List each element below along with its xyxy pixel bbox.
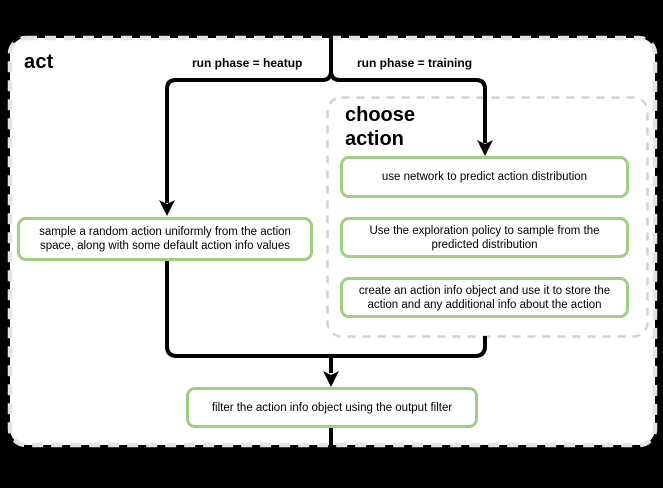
choose-action-group-title: choose action — [345, 104, 416, 150]
arrowhead-filter — [323, 371, 339, 387]
node-sample-random-action: sample a random action uniformly from th… — [17, 217, 313, 261]
arrowhead-training — [477, 140, 493, 156]
diagram-title: act — [24, 51, 54, 73]
node-filter-output: filter the action info object using the … — [186, 387, 478, 428]
flow-line-training — [329, 0, 487, 143]
node-create-action-info: create an action info object and use it … — [340, 277, 629, 318]
node-exploration-policy: Use the exploration policy to sample fro… — [340, 217, 629, 258]
flow-line-merge — [165, 261, 487, 358]
node-use-network: use network to predict action distributi… — [340, 156, 629, 198]
arrowhead-heatup — [159, 200, 175, 216]
branch-label-heatup: run phase = heatup — [192, 56, 303, 70]
branch-label-training: run phase = training — [357, 56, 473, 70]
